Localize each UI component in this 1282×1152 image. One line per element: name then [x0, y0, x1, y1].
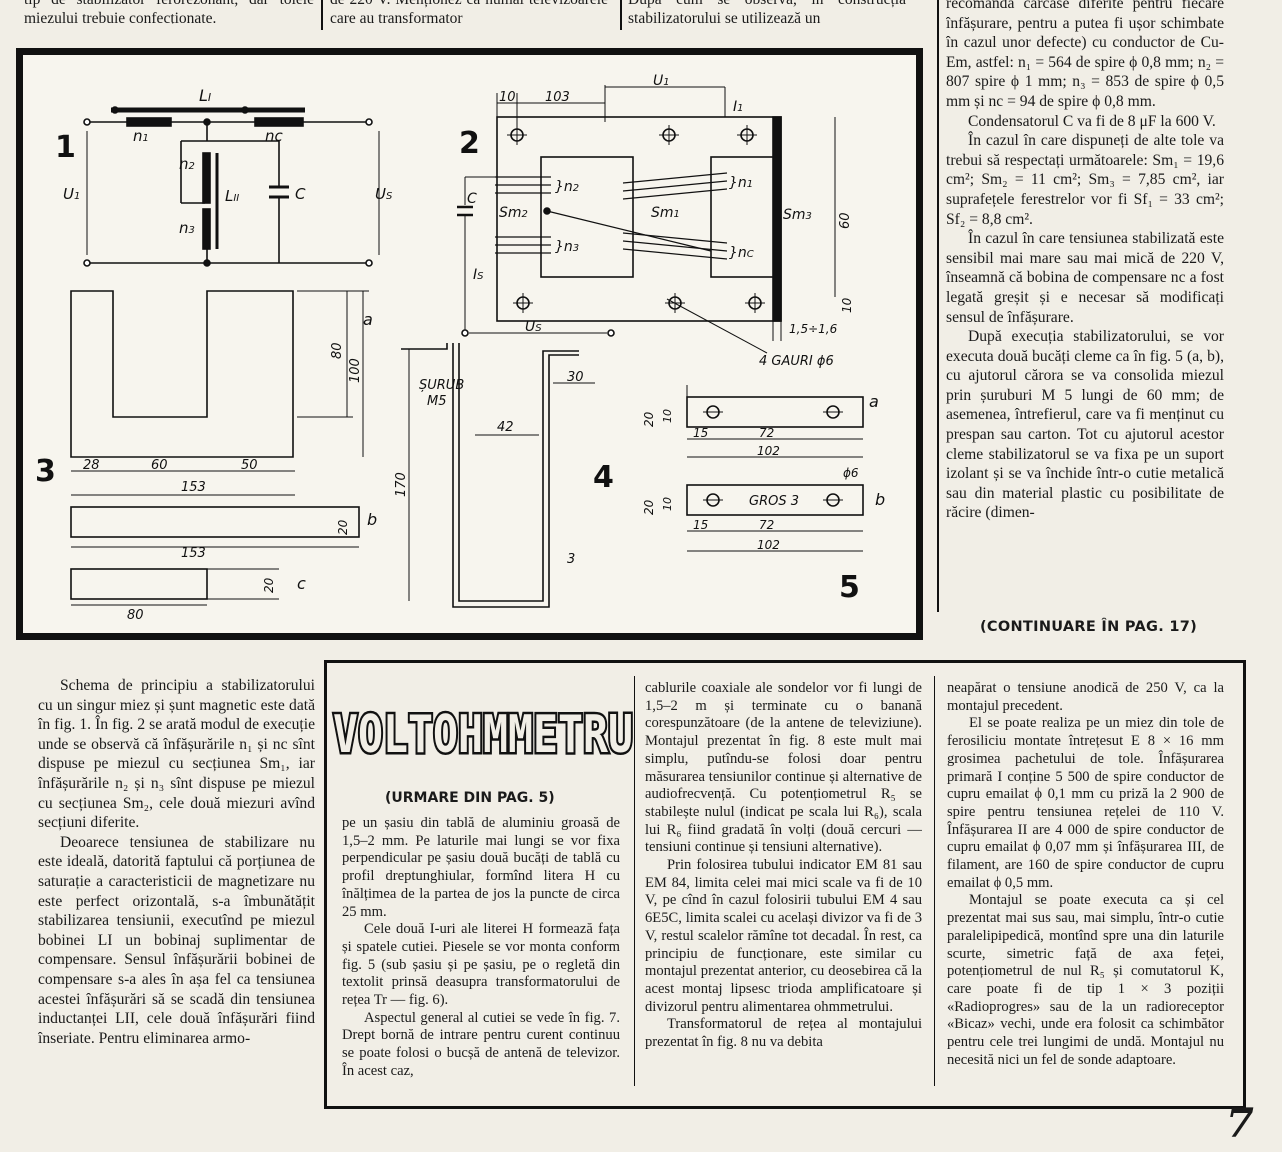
svg-text:60: 60	[151, 458, 168, 473]
svg-text:100: 100	[348, 358, 363, 383]
svg-text:I1: I1	[733, 99, 744, 115]
svg-text:10: 10	[499, 90, 516, 105]
svg-text:170: 170	[394, 472, 409, 497]
svg-text:42: 42	[497, 420, 514, 435]
svg-text:72: 72	[759, 518, 774, 532]
svg-text:102: 102	[757, 538, 780, 552]
svg-text:ȘURUB: ȘURUB	[419, 378, 464, 393]
article-subtitle: (URMARE DIN PAG. 5)	[385, 790, 555, 806]
svg-text:Sm2: Sm2	[499, 205, 528, 221]
figure-1-schematic: 1 LI n1 nc n2 n3 LII C U1	[55, 86, 393, 267]
left-column-text: Schema de principiu a stabilizatorului c…	[38, 677, 315, 1047]
svg-text:}nC: }nC	[729, 245, 754, 261]
column-divider	[934, 676, 935, 1086]
svg-text:a: a	[869, 392, 879, 411]
svg-text:Sm1: Sm1	[651, 205, 680, 221]
svg-text:IS: IS	[473, 267, 484, 283]
svg-text:}n3: }n3	[555, 239, 579, 255]
top-fragment-col3: După cum se observă, în construcția stab…	[628, 0, 906, 24]
svg-text:3: 3	[567, 552, 575, 567]
label-LI: LI	[199, 86, 211, 105]
article-title: VOLTOHMMETRU	[331, 703, 636, 763]
continuation-note: (CONTINUARE ÎN PAG. 17)	[980, 619, 1198, 635]
technical-drawings: 1 LI n1 nc n2 n3 LII C U1	[35, 73, 885, 623]
fig5-number: 5	[839, 570, 860, 605]
svg-text:C: C	[295, 185, 306, 203]
svg-text:ϕ6: ϕ6	[843, 466, 859, 480]
figure-frame: 1 LI n1 nc n2 n3 LII C U1	[16, 48, 923, 640]
svg-text:20: 20	[642, 499, 656, 515]
top-fragment-col2: de 220 V. Menționez că numai televizoare…	[330, 0, 608, 24]
svg-text:72: 72	[759, 426, 774, 440]
svg-text:80: 80	[330, 342, 345, 359]
column-divider	[937, 0, 939, 612]
svg-text:n2: n2	[179, 155, 195, 173]
article-box	[324, 660, 1246, 1109]
svg-text:4 GAURI ϕ6: 4 GAURI ϕ6	[759, 354, 834, 369]
svg-text:80: 80	[127, 608, 144, 623]
article-column-1: pe un șasiu din tablă de aluminiu groasă…	[342, 815, 620, 1079]
svg-text:20: 20	[336, 519, 350, 535]
svg-text:n1: n1	[133, 127, 149, 145]
figure-4-bracket: ȘURUB M5 30 42 170 3 4	[394, 343, 614, 608]
svg-text:10: 10	[840, 297, 854, 313]
page-number: 7	[1226, 1100, 1254, 1147]
article-column-3: neapărat o tensiune anodică de 250 V, ca…	[947, 680, 1224, 1068]
svg-text:15: 15	[693, 518, 708, 532]
svg-text:c: c	[297, 574, 306, 593]
svg-text:b: b	[367, 510, 377, 529]
svg-text:US: US	[525, 319, 542, 335]
svg-text:28: 28	[83, 458, 100, 473]
figure-2-core: 2 10 103 U1 I1 Sm2 Sm1 Sm3 }n2 }n3 }n1 }…	[457, 73, 854, 369]
svg-text:10: 10	[661, 497, 674, 511]
svg-text:a: a	[363, 310, 373, 329]
column-divider	[620, 0, 622, 30]
svg-text:M5: M5	[427, 394, 447, 409]
fig2-number: 2	[459, 126, 480, 161]
svg-text:GROS 3: GROS 3	[749, 494, 799, 509]
svg-text:20: 20	[642, 411, 656, 427]
svg-text:nc: nc	[265, 127, 284, 145]
svg-text:n3: n3	[179, 219, 195, 237]
svg-text:U1: U1	[653, 73, 670, 89]
column-divider	[321, 0, 323, 30]
figure-3-lamination: 80 100 a 3 28 60 50 153 20 b 153 20 c 80	[35, 290, 377, 623]
svg-text:1,5÷1,6: 1,5÷1,6	[789, 322, 838, 336]
svg-text:b: b	[875, 490, 885, 509]
svg-text:U1: U1	[63, 185, 80, 203]
top-fragment-col1: tip de stabilizator ferorezonant, dar to…	[24, 0, 314, 24]
svg-text:C: C	[467, 191, 477, 207]
svg-text:60: 60	[838, 212, 853, 229]
svg-text:102: 102	[757, 444, 780, 458]
fig1-number: 1	[55, 130, 76, 165]
svg-text:LII: LII	[225, 187, 239, 205]
svg-text:10: 10	[661, 409, 674, 423]
svg-text:153: 153	[181, 480, 206, 495]
svg-text:VOLTOHMMETRU: VOLTOHMMETRU	[333, 705, 633, 762]
svg-text:}n1: }n1	[729, 175, 753, 191]
svg-text:30: 30	[567, 370, 584, 385]
fig3-number: 3	[35, 454, 56, 489]
svg-text:20: 20	[262, 577, 276, 593]
svg-text:103: 103	[545, 90, 570, 105]
svg-text:}n2: }n2	[555, 179, 579, 195]
svg-text:Sm3: Sm3	[783, 207, 812, 223]
svg-text:15: 15	[693, 426, 708, 440]
column-divider	[634, 676, 635, 1086]
svg-text:50: 50	[241, 458, 258, 473]
svg-text:US: US	[375, 185, 393, 203]
figure-5-clamps: a 20 10 15 72 102 GROS 3 ϕ6 b 20 10 15 7…	[642, 385, 885, 605]
right-column-text: recomandă carcase diferite pentru fiecar…	[946, 0, 1224, 522]
article-column-2: cablurile coaxiale ale sondelor vor fi l…	[645, 680, 922, 1051]
svg-text:153: 153	[181, 546, 206, 561]
fig4-number: 4	[593, 460, 614, 495]
